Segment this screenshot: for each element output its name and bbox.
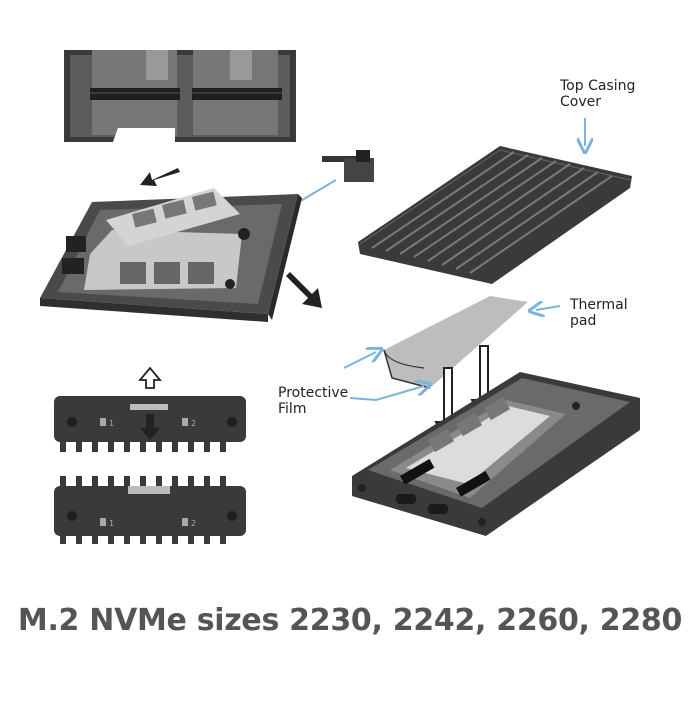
port-label-1: 1	[109, 419, 115, 428]
label-protective-line1: Protective	[278, 385, 349, 401]
label-protective-film: Protective Film	[278, 385, 348, 417]
label-top-casing-line1: Top Casing	[560, 78, 636, 94]
arrow-left	[140, 168, 180, 186]
arrow-down-solid	[140, 414, 160, 440]
label-thermal-line1: Thermal	[570, 297, 628, 313]
enclosure-open-left	[40, 188, 302, 322]
label-top-casing-line2: Cover	[560, 94, 601, 110]
closeup-enclosure-top	[64, 50, 296, 150]
label-top-casing: Top Casing Cover	[560, 78, 635, 110]
port-label-2: 2	[191, 419, 197, 428]
arrow-down-right	[286, 272, 322, 308]
port-label-2b: 2	[191, 519, 197, 528]
enclosure-open-right	[352, 372, 640, 536]
screwdriver-icon	[322, 150, 374, 182]
drive-icon	[100, 418, 106, 426]
label-thermal-line2: pad	[570, 313, 597, 329]
drive-icon	[100, 518, 106, 526]
top-casing-cover	[358, 146, 632, 284]
drive-icon	[182, 418, 188, 426]
label-thermal-pad: Thermal pad	[570, 297, 628, 329]
caption-nvme-sizes: M.2 NVMe sizes 2230, 2242, 2260, 2280	[17, 603, 683, 638]
thermal-pad	[383, 296, 528, 389]
label-protective-line2: Film	[278, 401, 307, 417]
port-label-1b: 1	[109, 519, 115, 528]
side-profile-bottom	[54, 476, 246, 544]
drive-icon	[182, 518, 188, 526]
arrow-up-outline	[138, 366, 162, 389]
